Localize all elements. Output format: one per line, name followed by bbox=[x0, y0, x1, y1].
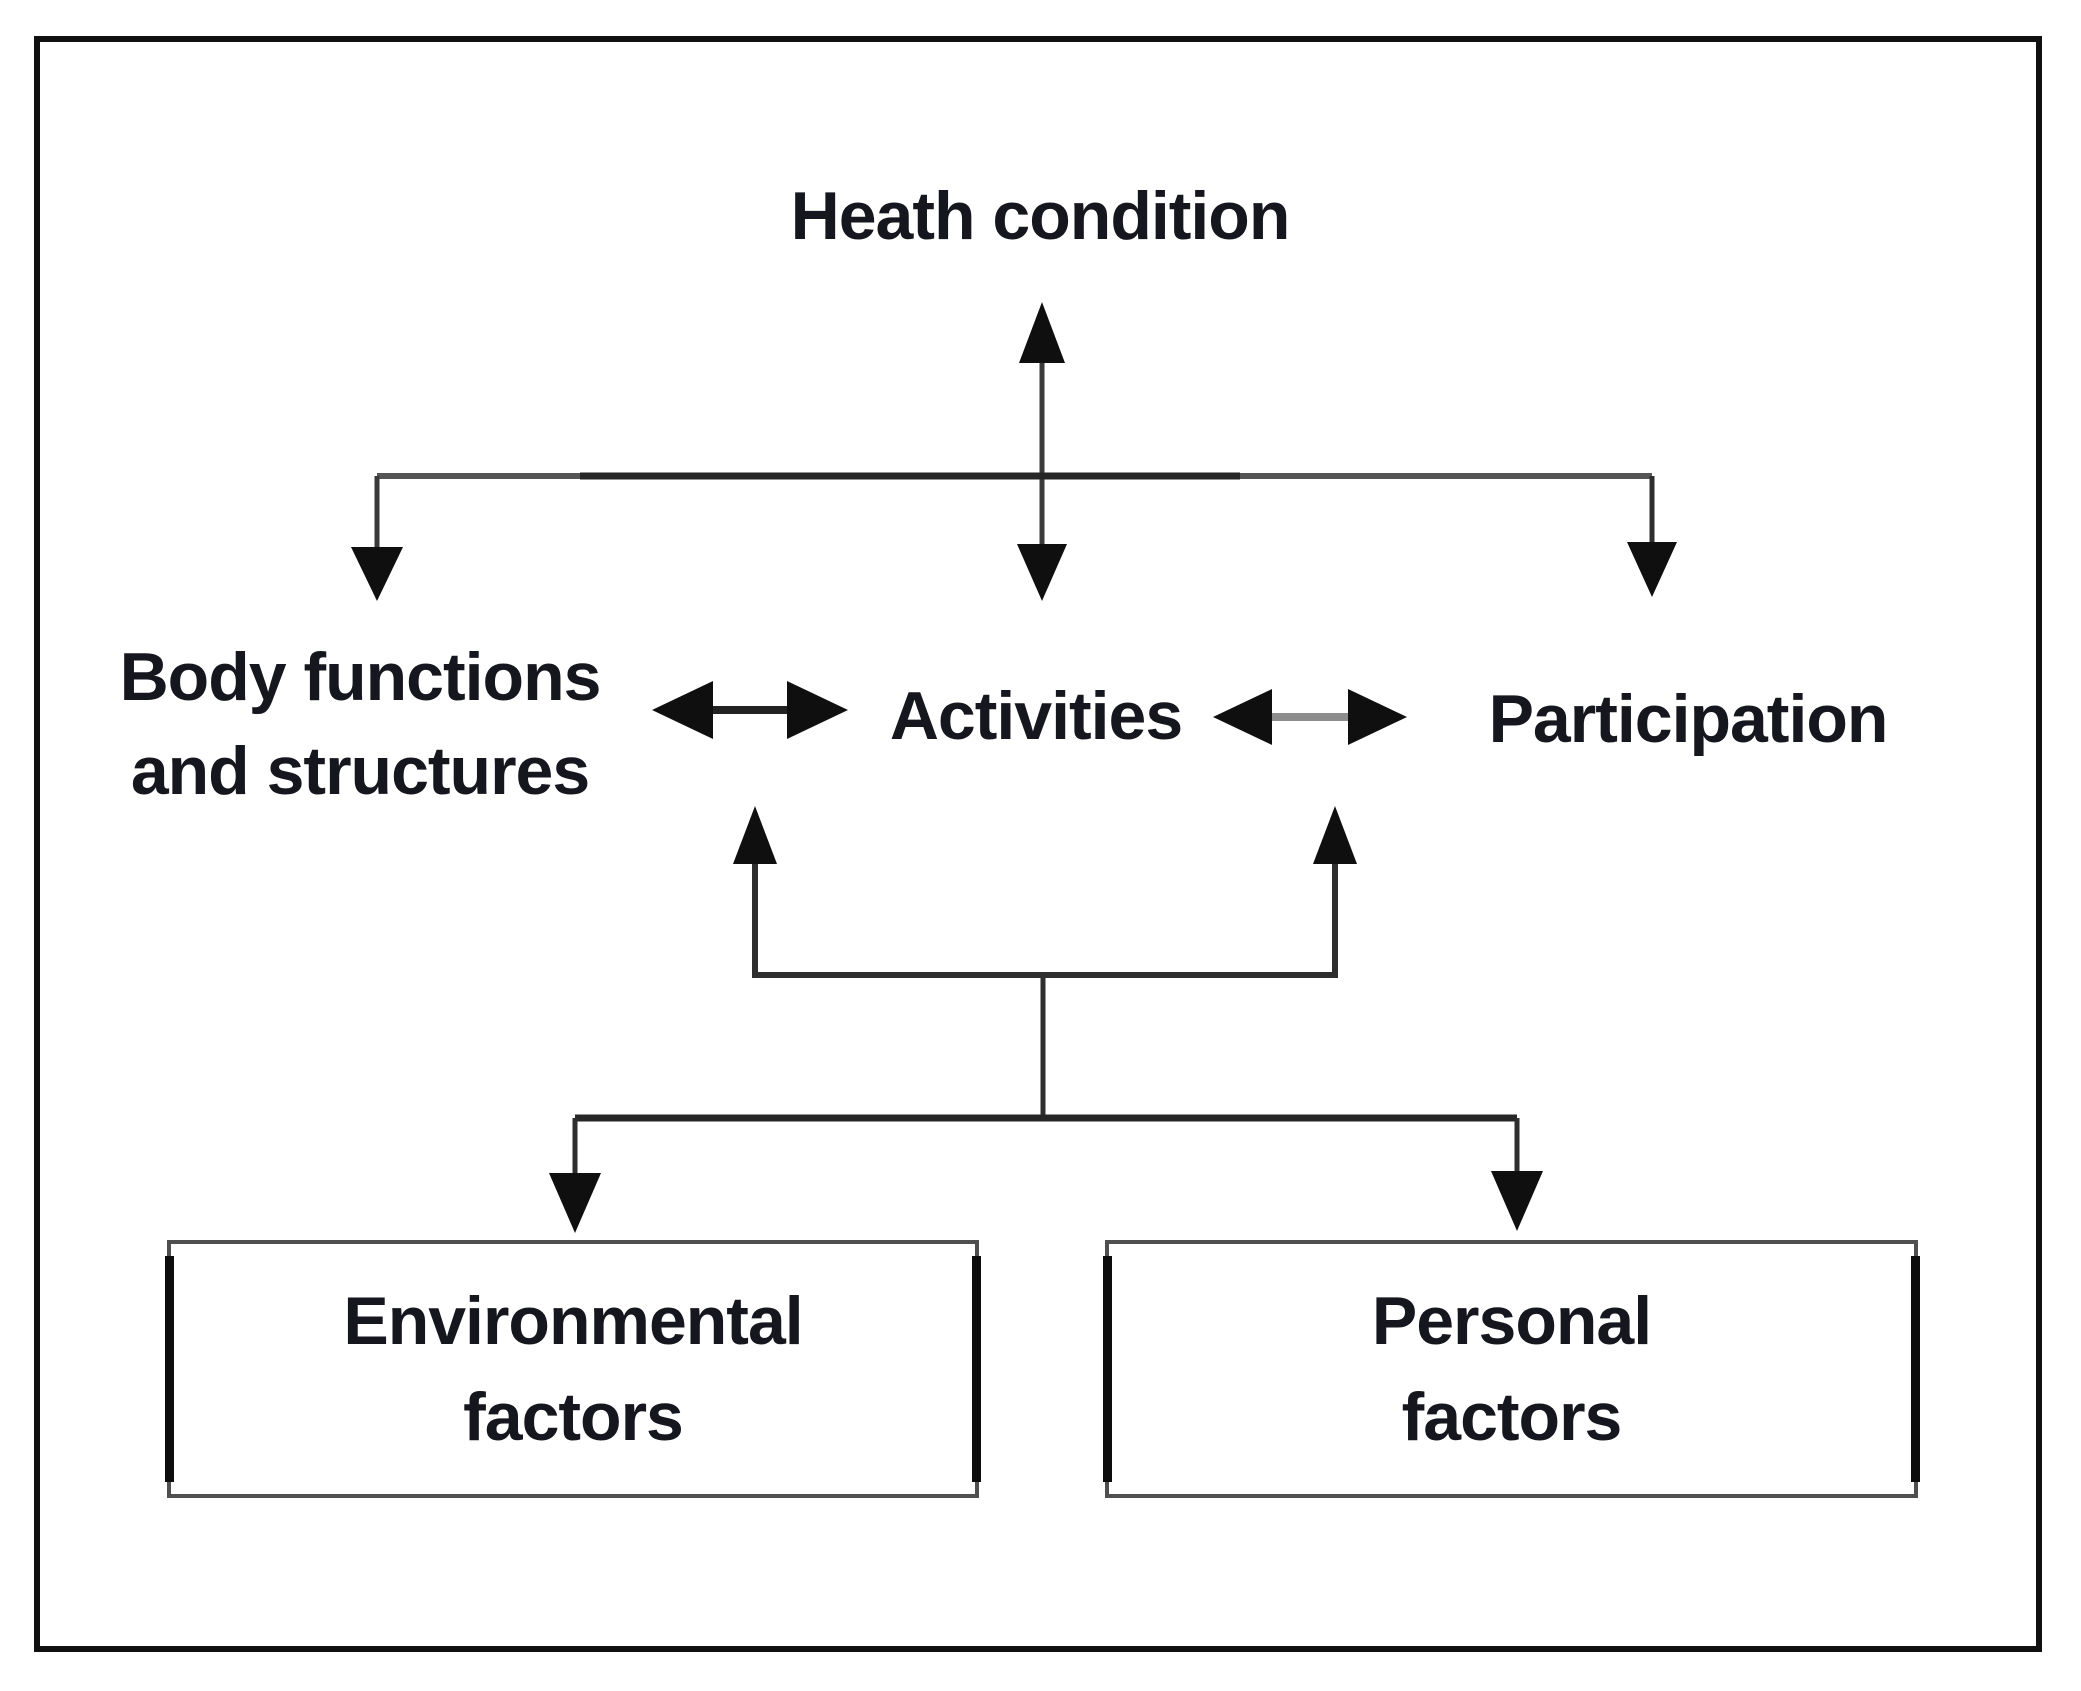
box-right-edge bbox=[972, 1256, 981, 1482]
outer-frame bbox=[34, 36, 2042, 1652]
arrow-down-icon bbox=[549, 1173, 601, 1233]
node-environmental-factors: Environmental factors bbox=[343, 1273, 803, 1465]
node-environmental-factors-line1: Environmental bbox=[343, 1283, 803, 1359]
arrow-down-icon bbox=[351, 547, 403, 601]
box-left-edge bbox=[1103, 1256, 1112, 1482]
node-personal-factors: Personal factors bbox=[1371, 1273, 1652, 1465]
node-body-functions-line1: Body functions bbox=[119, 639, 602, 715]
node-participation: Participation bbox=[1488, 681, 1889, 757]
arrow-up-icon bbox=[1019, 302, 1065, 363]
personal-factors-box: Personal factors bbox=[1103, 1240, 1920, 1498]
arrow-down-icon bbox=[1017, 544, 1067, 601]
box-left-edge bbox=[165, 1256, 174, 1482]
node-personal-factors-line2: factors bbox=[1401, 1379, 1623, 1455]
factors-bracket bbox=[752, 860, 1338, 978]
node-personal-factors-line1: Personal bbox=[1371, 1283, 1652, 1359]
node-body-functions-line2: and structures bbox=[130, 733, 590, 809]
node-activities: Activities bbox=[889, 678, 1183, 754]
node-body-functions: Body functions and structures bbox=[119, 630, 602, 818]
node-environmental-factors-line2: factors bbox=[463, 1379, 684, 1455]
arrow-right-icon bbox=[787, 681, 848, 739]
box-right-edge bbox=[1911, 1256, 1920, 1482]
arrow-up-icon bbox=[733, 806, 777, 864]
arrow-up-icon bbox=[1313, 806, 1357, 864]
arrow-right-icon bbox=[1348, 689, 1407, 745]
arrow-left-icon bbox=[652, 681, 713, 739]
arrow-down-icon bbox=[1491, 1171, 1543, 1231]
arrow-down-icon bbox=[1627, 542, 1677, 597]
node-health-condition: Heath condition bbox=[790, 178, 1291, 254]
arrow-left-icon bbox=[1213, 689, 1272, 745]
environmental-factors-box: Environmental factors bbox=[165, 1240, 981, 1498]
